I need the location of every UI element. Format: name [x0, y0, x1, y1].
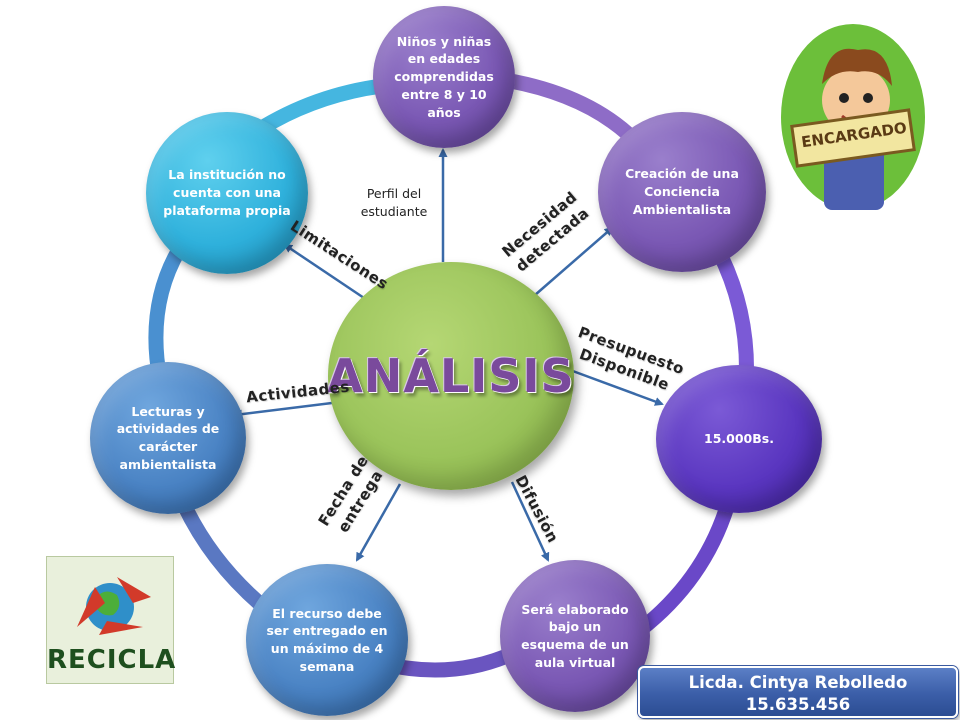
- label-perfil-line1: Perfil del: [366, 186, 422, 201]
- node-difusion: Será elaborado bajo un esquema de un aul…: [500, 560, 650, 712]
- node-perfil: Niños y niñas en edades comprendidas ent…: [373, 6, 515, 148]
- center-node: ANÁLISIS: [327, 262, 575, 490]
- node-actividades-text: Lecturas y actividades de carácter ambie…: [116, 403, 220, 472]
- node-actividades: Lecturas y actividades de carácter ambie…: [90, 362, 246, 514]
- author-credit: Licda. Cintya Rebolledo 15.635.456: [638, 666, 958, 718]
- node-presupuesto-text: 15.000Bs.: [704, 431, 774, 447]
- node-limitaciones: La institución no cuenta con una platafo…: [146, 112, 308, 274]
- node-necesidad-text: Creación de una Conciencia Ambientalista: [625, 166, 739, 217]
- recycle-icon: [77, 577, 151, 635]
- author-name: Licda. Cintya Rebolledo: [688, 673, 908, 692]
- node-perfil-text: Niños y niñas en edades comprendidas ent…: [394, 33, 494, 120]
- recicla-text: RECICLA: [47, 645, 177, 675]
- arrow-necesidad: [534, 226, 614, 296]
- label-perfil: Perfil del estudiante: [356, 185, 432, 221]
- node-limitaciones-text: La institución no cuenta con una platafo…: [163, 167, 291, 218]
- encargado-illustration: [781, 24, 925, 210]
- arrow-difusion: [510, 481, 550, 562]
- label-perfil-line2: estudiante: [360, 204, 428, 220]
- author-id: 15.635.456: [745, 695, 851, 714]
- arrow-actividades: [233, 400, 341, 419]
- encargado-logo: ENCARGADO: [778, 22, 928, 212]
- arrow-fecha: [355, 483, 402, 562]
- arrow-presupuesto: [569, 368, 664, 406]
- arrow-limitaciones: [283, 243, 371, 304]
- node-difusion-text: Será elaborado bajo un esquema de un aul…: [521, 601, 629, 670]
- node-fecha-text: El recurso debe ser entregado en un máxi…: [266, 605, 388, 674]
- ring-segment-left: [148, 232, 193, 388]
- node-necesidad: Creación de una Conciencia Ambientalista: [598, 112, 766, 272]
- recicla-logo: RECICLA: [46, 556, 177, 684]
- node-fecha: El recurso debe ser entregado en un máxi…: [246, 564, 408, 716]
- node-presupuesto: 15.000Bs.: [656, 365, 822, 513]
- center-title: ANÁLISIS: [327, 349, 575, 403]
